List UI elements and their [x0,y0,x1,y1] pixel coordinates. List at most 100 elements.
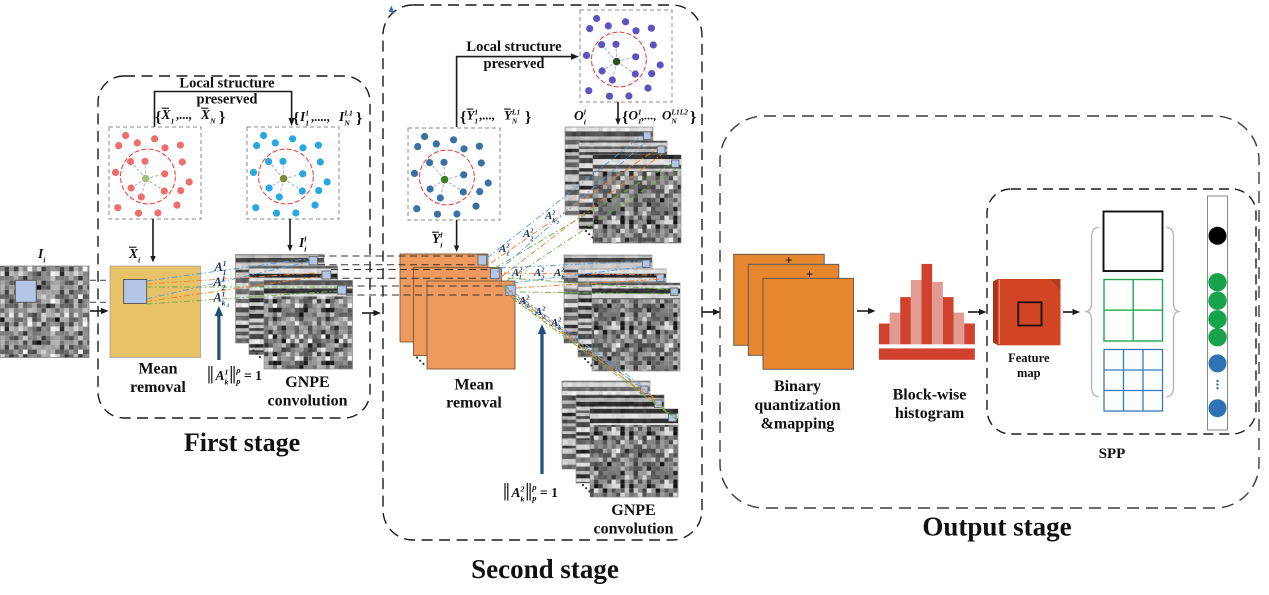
svg-text:1: 1 [638,107,642,116]
svg-text:A: A [518,295,526,307]
svg-text:i: i [43,255,46,264]
svg-text:removal: removal [130,379,186,396]
svg-text:A: A [213,291,222,305]
svg-text:N: N [209,116,216,125]
svg-text:k: k [222,300,226,308]
svg-text:,....,: ,...., [311,110,330,124]
svg-text:A: A [553,267,561,279]
svg-text:1: 1 [474,117,478,126]
svg-text:1: 1 [305,109,309,118]
svg-text:2: 2 [540,275,545,282]
svg-text:A: A [544,210,552,222]
svg-text:N: N [343,118,350,127]
svg-text:A: A [522,228,530,240]
svg-text:Output stage: Output stage [922,512,1071,542]
svg-text:A: A [511,267,519,279]
svg-text:Binary: Binary [774,378,821,395]
svg-text:Second stage: Second stage [471,554,619,584]
svg-text:I: I [299,109,306,124]
svg-text:1: 1 [223,269,227,277]
svg-text:1: 1 [305,118,309,127]
svg-text:2: 2 [541,314,546,321]
svg-text:l: l [304,235,307,244]
svg-text:2: 2 [556,220,560,225]
svg-text:1: 1 [227,303,230,309]
svg-text:O: O [662,108,672,123]
svg-text:k: k [225,377,229,386]
svg-text:L1L2: L1L2 [670,107,688,116]
svg-text:2: 2 [541,306,546,313]
svg-text:A: A [498,243,506,255]
svg-text:l: l [519,275,521,282]
svg-text:}: } [356,110,362,127]
svg-text:preserved: preserved [197,92,258,108]
svg-text:A: A [534,306,542,318]
svg-text:p: p [531,493,536,503]
svg-text:O: O [574,108,584,123]
svg-text:Y: Y [504,108,513,123]
svg-text:N: N [670,117,677,126]
svg-text:l: l [584,108,587,117]
svg-text:p: p [235,376,240,386]
svg-text:L1: L1 [511,107,520,116]
svg-text:1: 1 [225,368,229,377]
svg-text:SPP: SPP [1099,446,1126,462]
svg-text:quantization: quantization [754,397,840,414]
svg-text:First stage: First stage [184,428,300,457]
svg-text:A: A [511,485,521,500]
svg-text:2: 2 [505,243,510,250]
svg-text:2: 2 [560,267,565,274]
svg-text:A: A [213,275,222,289]
svg-text:convolution: convolution [593,521,673,538]
svg-text:convolution: convolution [267,393,347,410]
svg-text:i: i [584,117,587,126]
svg-text:{: { [460,109,466,126]
svg-text:Mean: Mean [454,377,493,394]
svg-text:{: { [622,109,628,126]
svg-text:{: { [293,110,299,127]
svg-text:N: N [511,117,518,126]
svg-text:}: } [219,109,225,126]
svg-text:preserved: preserved [484,56,545,72]
svg-text:Y: Y [467,108,476,123]
svg-text:2: 2 [557,317,562,324]
svg-text:O: O [629,108,639,123]
svg-text:1: 1 [223,260,227,268]
svg-text:1: 1 [638,117,642,126]
svg-text:2: 2 [551,210,556,217]
svg-text:= 1: = 1 [244,368,262,383]
svg-text:X: X [161,107,172,122]
svg-text:1: 1 [222,275,226,283]
svg-text:GNPE: GNPE [611,502,655,519]
svg-text:Block-wise: Block-wise [893,387,967,404]
svg-text:k: k [521,494,525,503]
svg-text:Mean: Mean [138,361,177,378]
svg-text:1: 1 [474,107,478,116]
svg-text:Local structure: Local structure [466,39,562,55]
svg-text:Y: Y [432,231,442,246]
svg-text:GNPE: GNPE [285,374,329,391]
svg-text:2: 2 [520,485,525,494]
svg-text:&mapping: &mapping [761,416,835,433]
svg-text:k: k [561,275,565,282]
svg-text:1: 1 [506,251,509,258]
svg-text:}: } [690,109,696,126]
svg-text:Feature: Feature [1008,351,1050,365]
svg-text:removal: removal [446,395,502,412]
svg-text:2: 2 [518,267,523,274]
svg-text:,...,: ,..., [641,109,656,123]
svg-text:X: X [200,107,211,122]
svg-text:i: i [440,240,443,249]
svg-text:k: k [552,218,556,225]
svg-text:A: A [214,260,223,274]
svg-text:i: i [304,244,307,253]
svg-text:I: I [37,246,44,261]
svg-text:L1: L1 [343,109,353,118]
svg-text:I: I [338,109,345,124]
svg-text:{: { [155,109,161,126]
svg-text:ρ: ρ [531,482,537,492]
svg-text:}: } [525,109,531,126]
svg-text:A: A [533,267,541,279]
svg-text:1: 1 [526,303,529,310]
svg-text:2: 2 [221,284,226,292]
